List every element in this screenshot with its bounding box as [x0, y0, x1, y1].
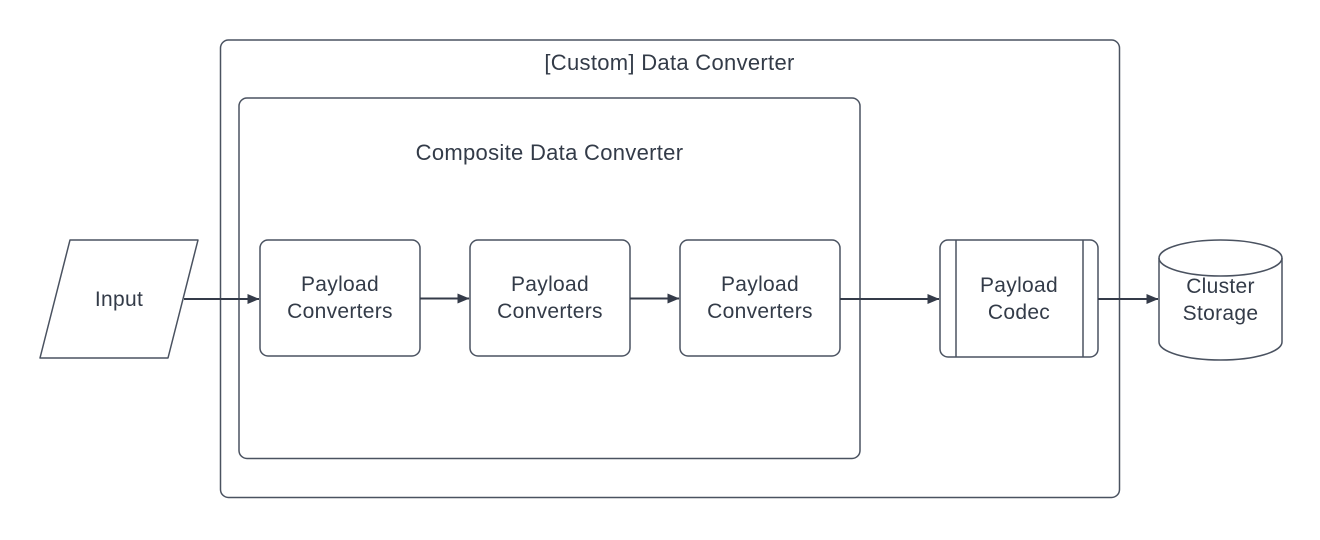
input-parallelogram [39, 239, 199, 359]
payload-converters-box-1 [259, 239, 421, 357]
container-composite-data-converter [238, 97, 861, 460]
payload-converters-box-2 [469, 239, 631, 357]
payload-codec-box [939, 239, 1099, 358]
cylinder-body [1158, 239, 1283, 361]
connectors [184, 293, 1159, 304]
cylinder-rim [1158, 257, 1283, 277]
payload-codec-outline [939, 239, 1099, 358]
cluster-storage-cylinder [1158, 239, 1283, 361]
payload-converters-box-3 [679, 239, 841, 357]
container-custom-data-converter [219, 39, 1121, 499]
